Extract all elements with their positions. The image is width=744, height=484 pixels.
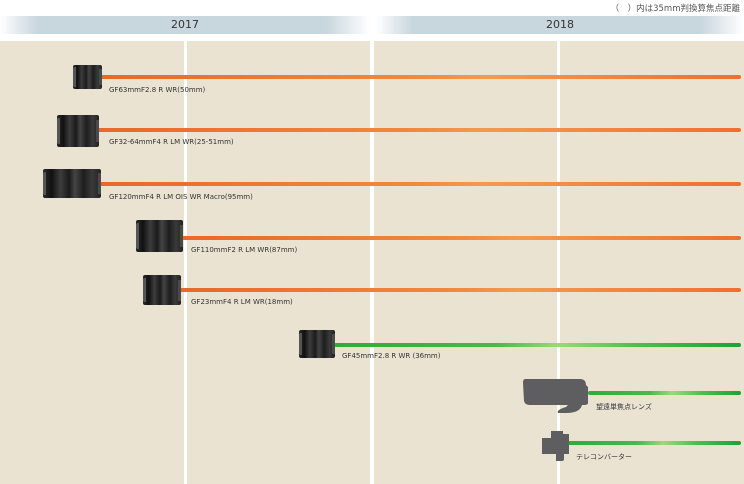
timeline-bar-gf110 bbox=[182, 236, 741, 240]
timeline-bar-gf32-64 bbox=[98, 128, 741, 132]
telephoto-lens-silhouette-icon bbox=[523, 379, 588, 413]
lens-label-teleconverter: テレコンバーター bbox=[576, 453, 632, 461]
timeline-bar-gf45 bbox=[334, 343, 741, 347]
timeline-column-2017-h2 bbox=[187, 41, 370, 484]
focal-length-note: （ ）内は35mm判換算焦点距離 bbox=[610, 4, 740, 14]
timeline-bar-telephoto-prime bbox=[588, 391, 741, 395]
lens-label-gf63: GF63mmF2.8 R WR(50mm) bbox=[109, 86, 206, 94]
lens-label-gf110: GF110mmF2 R LM WR(87mm) bbox=[191, 246, 298, 254]
lens-label-gf120: GF120mmF4 R LM OIS WR Macro(95mm) bbox=[109, 193, 253, 201]
lens-icon-gf32-64 bbox=[57, 115, 99, 147]
timeline-bar-gf63 bbox=[100, 75, 741, 79]
lens-icon-gf63 bbox=[73, 65, 102, 89]
lens-icon-gf110 bbox=[136, 220, 183, 252]
lens-icon-gf120 bbox=[43, 169, 101, 198]
lens-icon-gf45 bbox=[299, 330, 335, 358]
timeline-column-2018-h1 bbox=[374, 41, 557, 484]
timeline-bar-gf120 bbox=[100, 182, 741, 186]
teleconverter-silhouette-icon bbox=[542, 431, 569, 461]
lens-label-gf23: GF23mmF4 R LM WR(18mm) bbox=[191, 298, 293, 306]
timeline-bar-teleconverter bbox=[568, 441, 741, 445]
timeline-bar-gf23 bbox=[180, 288, 741, 292]
lens-label-gf32-64: GF32-64mmF4 R LM WR(25-51mm) bbox=[109, 138, 234, 146]
timeline-column-2017-h1 bbox=[0, 41, 184, 484]
timeline-column-2018-h2 bbox=[560, 41, 744, 484]
lens-label-telephoto-prime: 望遠単焦点レンズ bbox=[596, 403, 652, 411]
year-header-2018: 2018 bbox=[376, 16, 744, 34]
lens-label-gf45: GF45mmF2.8 R WR (36mm) bbox=[342, 352, 441, 360]
lens-icon-gf23 bbox=[143, 275, 181, 305]
year-header-2017: 2017 bbox=[0, 16, 370, 34]
